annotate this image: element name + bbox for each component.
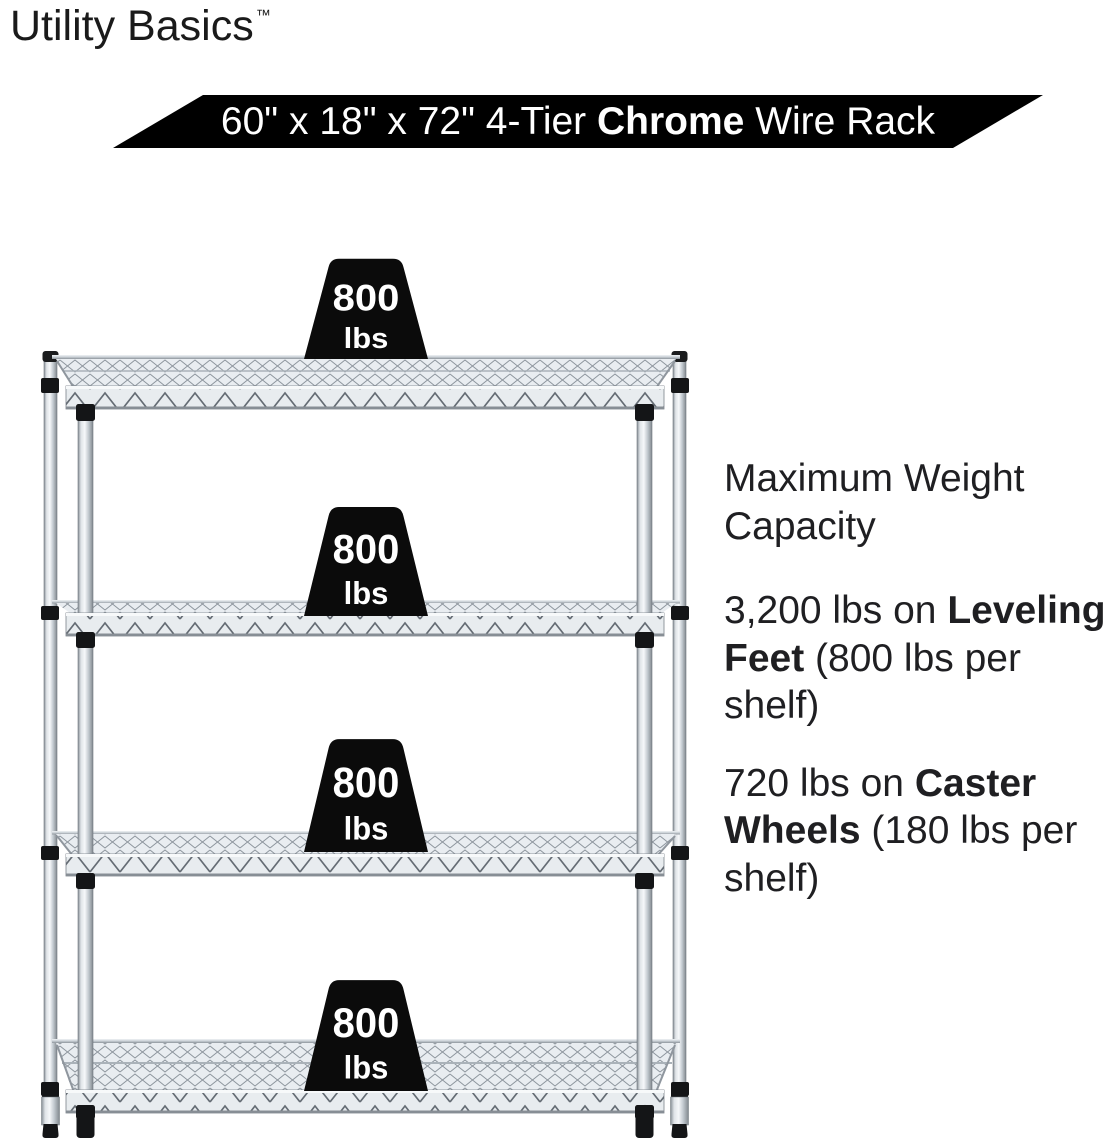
weight-badge-shape (304, 258, 428, 359)
weight-capacity-badge-shelf-4: 800 lbs (304, 980, 428, 1091)
weight-badge-shape (304, 980, 428, 1091)
title-banner: 60" x 18" x 72" 4-Tier Chrome Wire Rack (113, 95, 1043, 148)
weight-value: 800 (333, 999, 400, 1046)
brand-name: Utility Basics (10, 2, 254, 50)
trademark-symbol: ™ (255, 7, 271, 24)
capacity-heading: Maximum Weight Capacity (724, 457, 1025, 548)
leveling-feet-capacity: 3,200 lbs on Leveling Feet (800 lbs per … (724, 587, 1120, 730)
banner-text-bold: Chrome (597, 100, 745, 143)
wire-rack-photo (41, 351, 689, 1138)
capacity-info: Maximum Weight Capacity 3,200 lbs on Lev… (724, 455, 1120, 903)
weight-value: 800 (333, 759, 400, 806)
leveling-text-post: (800 lbs per shelf) (724, 636, 1021, 728)
post-cap (42, 351, 59, 362)
weight-unit: lbs (344, 576, 389, 611)
weight-capacity-badge-shelf-3: 800 lbs (304, 739, 428, 852)
weight-badge-shape (304, 507, 428, 616)
caster-wheels-capacity: 720 lbs on Caster Wheels (180 lbs per sh… (724, 760, 1120, 903)
leveling-text-bold: Leveling Feet (724, 589, 1106, 680)
rack-shelf-edges (65, 385, 665, 1114)
weight-unit: lbs (344, 1049, 389, 1086)
caster-text-pre: 720 lbs on (724, 761, 915, 805)
weight-capacity-badge-shelf-1: 800 lbs (304, 258, 428, 359)
weight-unit: lbs (344, 323, 389, 355)
banner-text-post: Wire Rack (744, 100, 936, 143)
weight-badge-shape (304, 739, 428, 852)
caster-text-bold: Caster Wheels (724, 761, 1037, 853)
weight-capacity-badge-shelf-2: 800 lbs (304, 507, 428, 616)
rack-leveling-feet (41, 1088, 689, 1138)
weight-value: 800 (333, 277, 400, 319)
banner-text-pre: 60" x 18" x 72" 4-Tier (220, 100, 598, 143)
caster-text-post: (180 lbs per shelf) (724, 809, 1078, 901)
weight-unit: lbs (344, 810, 389, 847)
leveling-text-pre: 3,200 lbs on (724, 589, 948, 633)
weight-value: 800 (333, 526, 400, 572)
rack-back-posts (42, 351, 688, 1096)
